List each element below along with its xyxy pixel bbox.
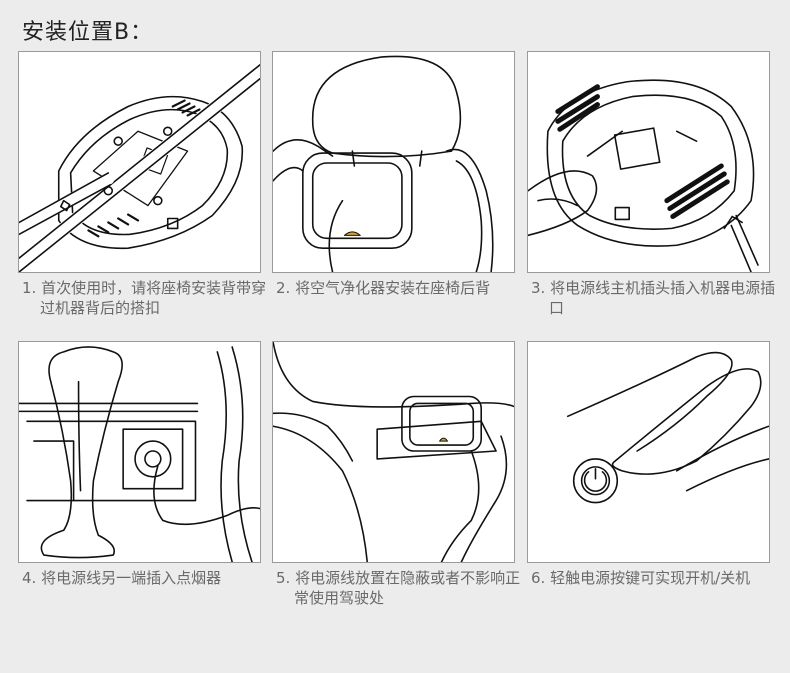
step-4-illustration: [18, 341, 261, 563]
page-title: 安装位置B：: [22, 20, 154, 45]
step-6-illustration: [527, 341, 770, 563]
step-1-caption: 1. 首次使用时，请将座椅安装背带穿过机器背后的搭扣: [22, 279, 267, 317]
step-5-caption: 5. 将电源线放置在隐蔽或者不影响正常使用驾驶处: [276, 569, 521, 607]
step-card-4: 4. 将电源线另一端插入点烟器: [18, 341, 261, 588]
step-4-caption: 4. 将电源线另一端插入点烟器: [22, 569, 222, 587]
step-card-2: 2. 将空气净化器安装在座椅后背: [272, 51, 515, 298]
step-5-illustration: [272, 341, 515, 563]
step-card-1: 1. 首次使用时，请将座椅安装背带穿过机器背后的搭扣: [18, 51, 266, 318]
step-card-3: 3. 将电源线主机插头插入机器电源插口: [527, 51, 775, 318]
step-card-5: 5. 将电源线放置在隐蔽或者不影响正常使用驾驶处: [272, 341, 520, 608]
step-card-6: 6. 轻触电源按键可实现开机/关机: [527, 341, 770, 588]
step-3-caption: 3. 将电源线主机插头插入机器电源插口: [531, 279, 776, 317]
step-3-illustration: [527, 51, 770, 273]
step-2-illustration: [272, 51, 515, 273]
step-6-caption: 6. 轻触电源按键可实现开机/关机: [531, 569, 751, 587]
step-2-caption: 2. 将空气净化器安装在座椅后背: [276, 279, 491, 297]
step-1-illustration: [18, 51, 261, 273]
